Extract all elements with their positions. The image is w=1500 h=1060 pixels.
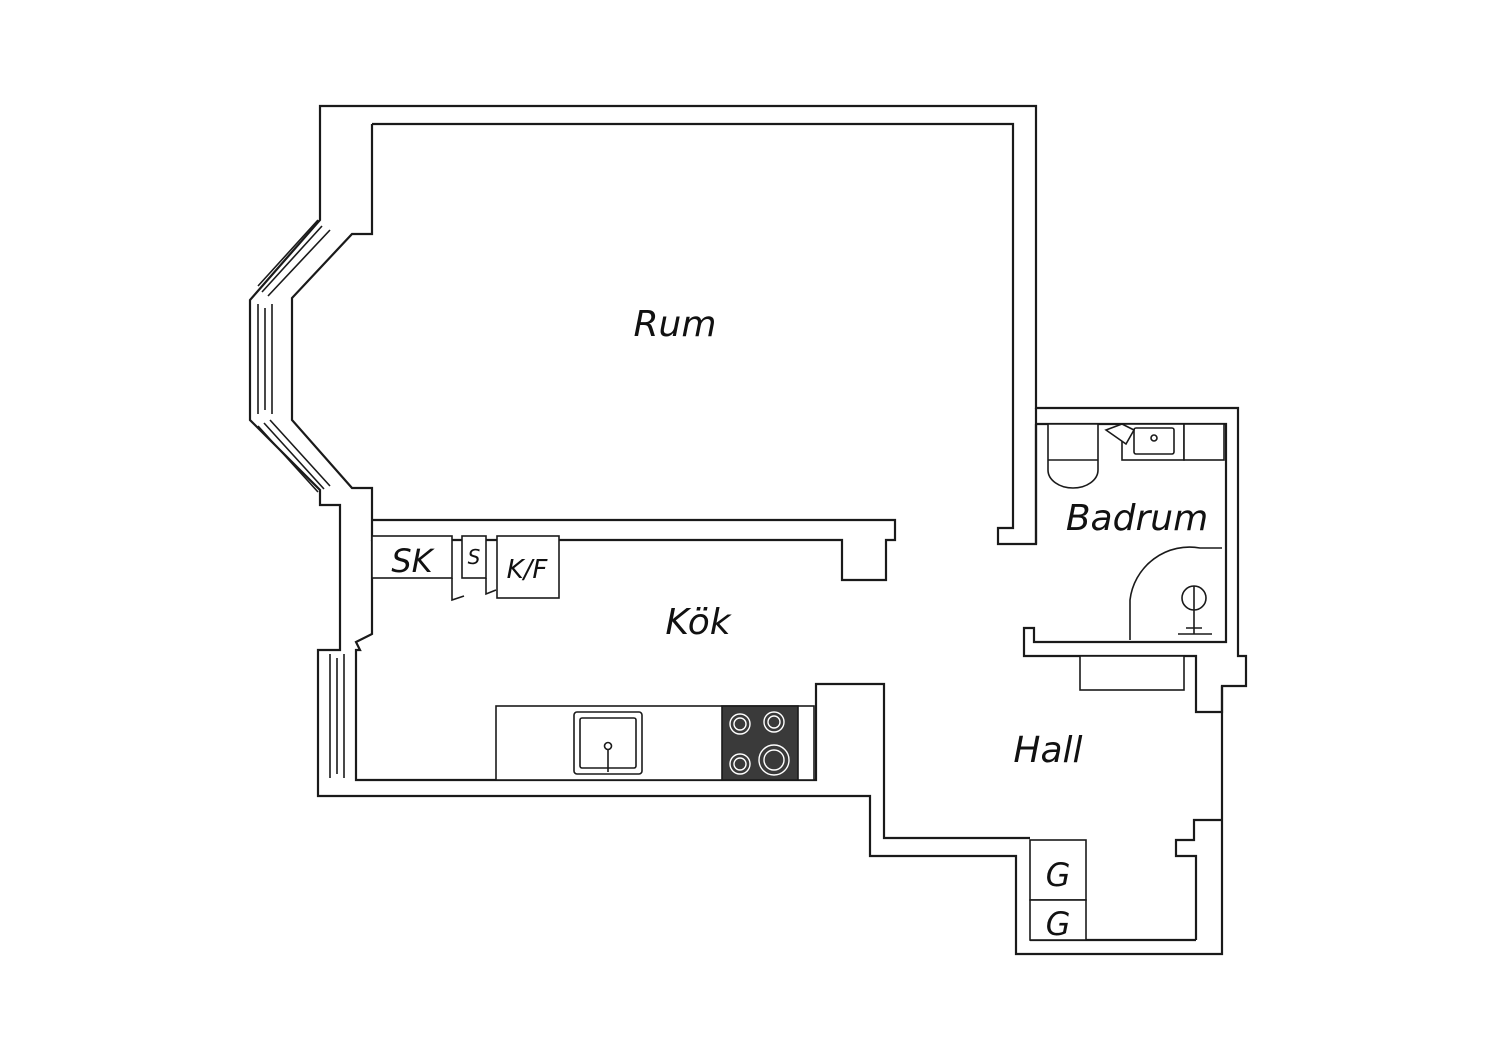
rum-west-inner-wall xyxy=(290,124,897,582)
hall-shelf xyxy=(1079,655,1185,691)
wardrobe-1-label: G xyxy=(1046,856,1071,894)
closet-sk-label: SK xyxy=(391,542,435,580)
sink-drain-icon xyxy=(603,741,613,751)
bathroom-cabinet xyxy=(1183,423,1225,461)
hall-wardrobes: G G xyxy=(1029,839,1087,943)
closet-s-label: S xyxy=(468,545,481,569)
wardrobe-2 xyxy=(1029,899,1087,941)
room-label-hall: Hall xyxy=(1013,730,1082,771)
stove-burners-icon xyxy=(729,711,790,776)
bathroom-fixtures xyxy=(1047,423,1225,640)
bathroom-inner-wall xyxy=(1022,422,1228,714)
shower-curtain-rail xyxy=(1129,546,1222,640)
hall-east-inner-wall xyxy=(1174,818,1222,940)
kitchen-closets: SK S K/F xyxy=(371,535,560,602)
bay-window-middle xyxy=(257,304,273,414)
fridge-freezer-label: K/F xyxy=(507,555,549,585)
room-label-kok: Kök xyxy=(665,602,732,643)
closet-sk xyxy=(371,535,453,579)
shower-tap-icon xyxy=(1178,586,1212,635)
wardrobe-2-label: G xyxy=(1046,905,1071,943)
closet-doors xyxy=(451,578,497,602)
kitchen-west-inner-wall xyxy=(354,540,1030,840)
kitchen-window xyxy=(329,654,345,778)
closet-s xyxy=(461,535,487,579)
bathroom-sink-tap-icon xyxy=(1150,434,1158,442)
outer-wall-outline xyxy=(248,104,1248,956)
mixer-tap-icon xyxy=(1104,423,1136,446)
wardrobe-1 xyxy=(1029,839,1087,901)
bay-window-lower xyxy=(257,419,331,493)
kitchen-counter xyxy=(495,705,815,781)
room-label-badrum: Badrum xyxy=(1066,498,1208,539)
bay-window-upper xyxy=(257,219,331,297)
toilet-icon xyxy=(1047,423,1099,489)
fridge-freezer xyxy=(496,535,560,599)
room-label-rum: Rum xyxy=(634,304,717,345)
